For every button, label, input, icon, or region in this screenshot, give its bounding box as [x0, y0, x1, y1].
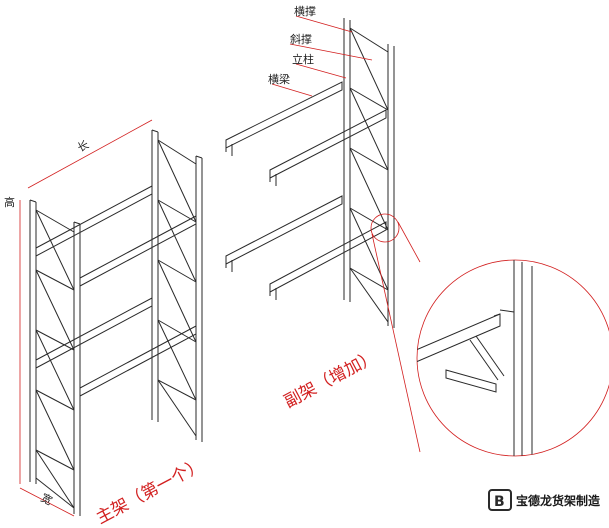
detail-magnifier [370, 213, 609, 457]
upright-secondary-front [343, 18, 351, 302]
secondary-bracing [349, 27, 389, 323]
upright-left-front [29, 200, 37, 484]
brand-logo: B [488, 489, 512, 511]
brand-logo-letter: B [494, 494, 505, 510]
callout-upright: 立柱 [292, 52, 314, 66]
main-frame-drawing [29, 129, 203, 516]
upright-right-back [195, 156, 203, 442]
caption-main-frame: 主架（第一个） [93, 455, 207, 528]
secondary-beams [225, 81, 387, 300]
left-frame-bracing [35, 209, 75, 509]
upright-left-back [73, 222, 81, 516]
callout-horizontal-brace: 横撑 [294, 4, 316, 18]
caption-secondary-frame: 副架（增加） [281, 347, 380, 413]
dimension-lines [19, 119, 153, 517]
dimension-length-label: 长 [75, 138, 91, 155]
upright-secondary-back [387, 44, 395, 328]
callout-leaders [271, 15, 373, 97]
brand-name: 宝德龙货架制造 [516, 493, 601, 508]
dimension-height-label: 高 [4, 195, 15, 209]
callout-beam: 横梁 [268, 72, 290, 86]
upright-right-front [151, 130, 159, 422]
secondary-frame-drawing [225, 18, 395, 328]
callout-diagonal-brace: 斜撑 [290, 32, 312, 46]
main-beams [35, 185, 197, 397]
right-frame-bracing [157, 139, 197, 437]
